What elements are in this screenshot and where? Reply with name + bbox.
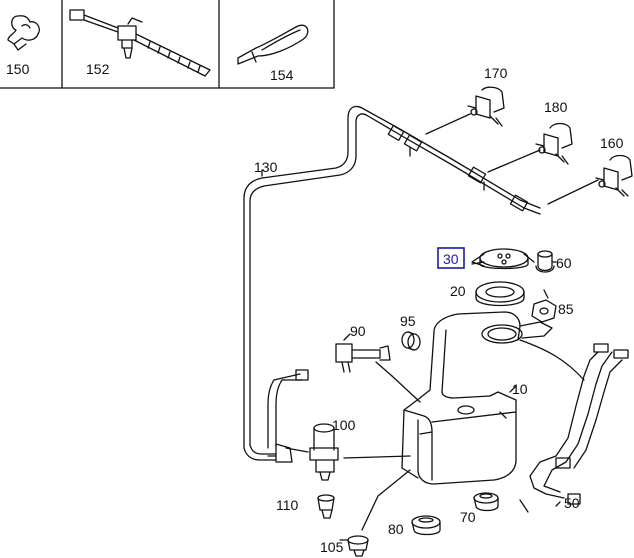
legend-frame [0, 0, 335, 89]
label-100[interactable]: 100 [332, 417, 356, 433]
label-170[interactable]: 170 [484, 65, 508, 81]
label-130[interactable]: 130 [254, 159, 278, 175]
label-160[interactable]: 160 [600, 135, 624, 151]
washer-reservoir-icon[interactable] [401, 311, 553, 485]
label-50[interactable]: 50 [564, 495, 580, 511]
label-152[interactable]: 152 [86, 61, 110, 77]
washer-hose-50[interactable] [519, 343, 629, 513]
label-70[interactable]: 70 [460, 509, 476, 525]
label-10[interactable]: 10 [512, 381, 528, 397]
washer-hose-nozzle-line[interactable] [387, 125, 529, 212]
grommet-95[interactable] [401, 331, 421, 351]
grommet-70[interactable] [473, 492, 499, 512]
strap-icon[interactable] [237, 24, 309, 65]
clip-icon[interactable] [7, 15, 40, 51]
washer-nozzle-icon[interactable] [467, 86, 505, 127]
label-60[interactable]: 60 [556, 255, 572, 271]
label-150[interactable]: 150 [6, 61, 30, 77]
label-80[interactable]: 80 [388, 521, 404, 537]
label-105[interactable]: 105 [320, 539, 344, 555]
washer-pump-connector-90[interactable] [335, 333, 393, 377]
label-180[interactable]: 180 [544, 99, 568, 115]
label-30[interactable]: 30 [443, 251, 459, 267]
pointer-arrows [425, 113, 599, 205]
cable-tie-icon[interactable] [69, 9, 211, 77]
leader-lines [261, 169, 561, 541]
label-90[interactable]: 90 [350, 323, 366, 339]
label-85[interactable]: 85 [558, 301, 574, 317]
washer-hose-130[interactable] [243, 105, 541, 461]
washer-hose-end[interactable] [267, 369, 309, 449]
plug-105[interactable] [347, 535, 369, 557]
part-labels: 150 152 154 170 180 160 130 30 60 20 85 … [6, 61, 624, 555]
label-110[interactable]: 110 [276, 497, 299, 513]
grommet-60[interactable] [535, 250, 555, 273]
washer-pump-icon[interactable] [267, 423, 339, 481]
filler-cap-30[interactable] [471, 248, 535, 270]
nut-85[interactable] [531, 289, 557, 323]
washer-nozzle-icon[interactable] [535, 122, 573, 165]
seal-ring-20[interactable] [475, 281, 525, 307]
selected-part-box[interactable] [437, 247, 465, 269]
assembly-arrows [343, 339, 585, 531]
washer-nozzle-icon[interactable] [595, 154, 633, 197]
label-20[interactable]: 20 [450, 283, 466, 299]
grommet-80[interactable] [411, 515, 441, 536]
label-154[interactable]: 154 [270, 67, 294, 83]
plug-110[interactable] [317, 494, 335, 519]
label-95[interactable]: 95 [400, 313, 416, 329]
